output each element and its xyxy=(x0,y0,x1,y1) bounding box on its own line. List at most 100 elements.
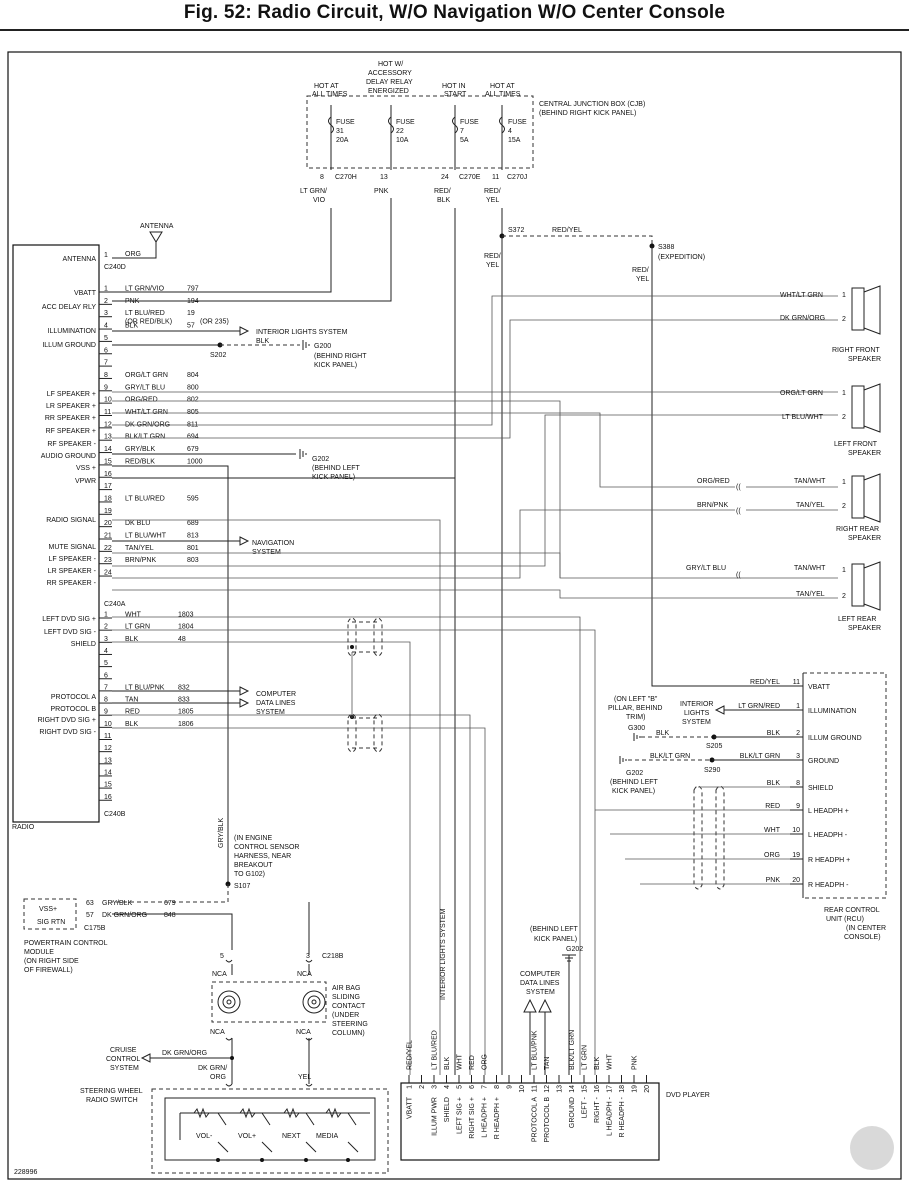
dvd-pin-label: L HEADPH - xyxy=(607,1096,614,1136)
radio-pin-label: PROTOCOL B xyxy=(50,706,96,713)
fuse31-name: FUSE xyxy=(336,119,355,126)
g200-ground-icon xyxy=(302,340,310,350)
rcu-pin: 10 xyxy=(792,827,800,834)
c240d-wire: ORG/LT GRN xyxy=(125,372,168,379)
fuse22-hot-line2: ACCESSORY xyxy=(368,70,412,77)
svg-text:1: 1 xyxy=(842,479,846,486)
radio-pin-label: ACC DELAY RLY xyxy=(42,304,96,311)
c240d-pin: 1 xyxy=(104,286,108,293)
dvd-g202: G202 xyxy=(566,946,583,953)
c240d-wire: RED/BLK xyxy=(125,458,155,465)
swrs-next: NEXT xyxy=(282,1133,301,1140)
dvd-g202-note2: KICK PANEL) xyxy=(534,936,577,943)
fuse7-hot-line1: HOT IN xyxy=(442,83,466,90)
dvd-pin: 20 xyxy=(644,1085,651,1093)
airbag-l5: STEERING xyxy=(332,1021,368,1028)
fuse31-amp: 20A xyxy=(336,137,349,144)
c240d-circuit: 194 xyxy=(187,298,199,305)
c240d-wire: GRY/LT BLU xyxy=(125,384,165,391)
dvd-wire: RED/YEL xyxy=(407,1040,414,1070)
rcu-wire: RED xyxy=(765,803,780,810)
dvd-computer-line2: DATA LINES xyxy=(520,980,560,987)
c240d-pin: 19 xyxy=(104,508,112,515)
steering-wheel-radio-switch: DK GRN/ ORG YEL STEERING WHEEL RADIO SWI… xyxy=(80,1065,389,1174)
rcu-pin: 3 xyxy=(796,753,800,760)
antenna-pin: 1 xyxy=(104,252,108,259)
dvd-pin: 19 xyxy=(632,1085,639,1093)
g202-ground-icon xyxy=(299,449,307,459)
c240a-pin: 4 xyxy=(104,648,108,655)
airbag-coil-left-icon xyxy=(217,990,241,1014)
rcu-wire: BLK xyxy=(767,730,781,737)
c240a-pin: 11 xyxy=(104,733,111,740)
left-front-speaker: ORG/LT GRN LT BLU/WHT 1 2 LEFT FRONT SPE… xyxy=(780,383,881,457)
c240d-wire: BLK/LT GRN xyxy=(125,434,165,441)
c240d-circuit: 57 xyxy=(187,323,195,330)
dvd-wire: TAN xyxy=(544,1057,551,1070)
c240a-wire: LT BLU/PNK xyxy=(125,684,165,691)
c240d-pin: 12 xyxy=(104,421,112,428)
fuse31-hot-line1: HOT AT xyxy=(314,83,339,90)
svg-text:2: 2 xyxy=(842,316,846,323)
interior-lights-label: INTERIOR LIGHTS SYSTEM xyxy=(256,329,348,336)
c240d-pin: 17 xyxy=(104,483,112,490)
g202-note1: (BEHIND LEFT xyxy=(312,465,361,472)
lf-label-line1: LEFT FRONT xyxy=(834,441,878,448)
dvd-pin: 7 xyxy=(482,1085,489,1089)
c240a-wire: RED xyxy=(125,709,140,716)
c240d-circuit: 803 xyxy=(187,557,199,564)
c240d-wire: LT GRN/VIO xyxy=(125,286,165,293)
dvd-box xyxy=(400,1082,660,1161)
cruise-l2: CONTROL xyxy=(106,1056,140,1063)
rr-wire-a1: ORG/RED xyxy=(697,478,730,485)
dvd-pin-label: LEFT SIG + xyxy=(457,1097,464,1134)
dvd-pin: 17 xyxy=(607,1085,614,1093)
pillar-note2: PILLAR, BEHIND xyxy=(608,705,662,712)
s388-down-wire-line1: RED/ xyxy=(632,267,649,274)
fuse7-name: FUSE xyxy=(460,119,479,126)
dvd-wire: RED xyxy=(469,1055,476,1070)
c240d-pin: 16 xyxy=(104,471,112,478)
il-line3: SYSTEM xyxy=(682,719,711,726)
c240a-pin: 6 xyxy=(104,672,108,679)
dvd-pin-label: SHIELD xyxy=(444,1097,451,1122)
rcu-wire: ORG xyxy=(764,852,780,859)
c240d-wire-alt: (OR RED/BLK) xyxy=(125,319,172,326)
s372-down-wire-line2: YEL xyxy=(486,262,499,269)
lr-label-line2: SPEAKER xyxy=(848,625,881,632)
dvd-pin: 3 xyxy=(432,1085,439,1089)
rr-wire-a2: BRN/PNK xyxy=(697,502,728,509)
c240a-circuit: 1803 xyxy=(178,612,194,619)
dvd-pin-label: VBATT xyxy=(407,1096,414,1119)
c240d-circuit-alt: (OR 235) xyxy=(200,319,229,326)
engine-note5: TO G102) xyxy=(234,871,265,878)
radio-pin-label: LEFT DVD SIG + xyxy=(42,616,96,623)
c240d-circuit: 801 xyxy=(187,545,199,552)
fuse4-name: FUSE xyxy=(508,119,527,126)
dvd-pin: 10 xyxy=(519,1085,526,1093)
s372-down-wire-line1: RED/ xyxy=(484,253,501,260)
airbag-l2: SLIDING xyxy=(332,994,360,1001)
dvd-pin-label: L HEADPH + xyxy=(482,1097,489,1138)
dvd-pin: 9 xyxy=(507,1085,514,1089)
c240d-wire: BRN/PNK xyxy=(125,557,156,564)
rf-wire2: DK GRN/ORG xyxy=(780,315,825,322)
svg-text:((: (( xyxy=(736,508,741,515)
swrs-resistor-4-icon xyxy=(325,1107,342,1119)
powertrain-control-module: VSS+ SIG RTN 63 GRY/BLK 679 57 DK GRN/OR… xyxy=(23,898,176,974)
c240a-pin: 7 xyxy=(104,684,108,691)
central-junction-box: CENTRAL JUNCTION BOX (CJB) (BEHIND RIGHT… xyxy=(300,61,645,204)
cjb-label-line1: CENTRAL JUNCTION BOX (CJB) xyxy=(539,101,645,108)
airbag-pin3: 3 xyxy=(306,953,310,960)
svg-text:1: 1 xyxy=(842,292,846,299)
fuse31-num: 31 xyxy=(336,128,344,135)
c240a-pin: 5 xyxy=(104,660,108,667)
radio-box xyxy=(12,244,100,823)
rcu-pin-label: ILLUM GROUND xyxy=(808,735,862,742)
c240d-pin: 23 xyxy=(104,557,112,564)
c240a-circuit: 1805 xyxy=(178,709,194,716)
